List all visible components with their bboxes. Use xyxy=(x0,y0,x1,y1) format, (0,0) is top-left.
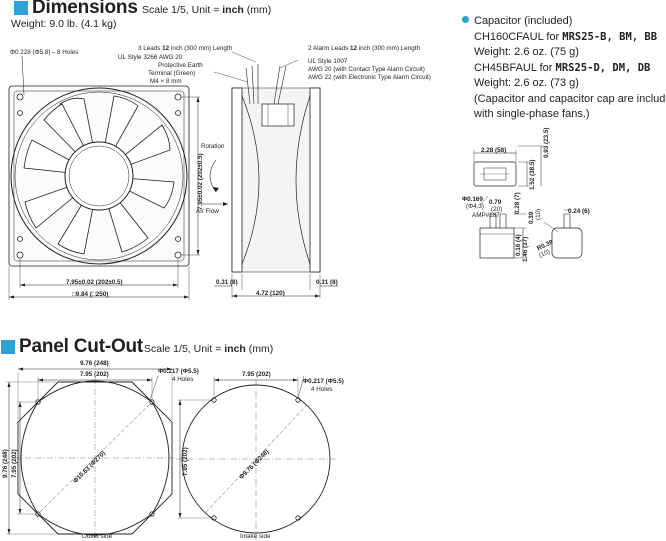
side-left-dim: 0.31 (8) xyxy=(216,279,238,286)
outlet-vertical-inner: 7.95 (202) xyxy=(11,449,18,478)
side-depth-dim: 4.72 (120) xyxy=(256,290,285,297)
screw-label: M4 × 8 mm xyxy=(150,78,182,85)
ul-style-label: UL Style 3266 AWG 20 xyxy=(118,54,183,61)
alarm-awg20: AWG 20 (with Contact Type Alarm Circuit) xyxy=(308,66,425,73)
earth-label-2: Terminal (Green) xyxy=(148,70,196,77)
cap-hole-dim: Φ0.169 xyxy=(462,196,483,203)
bullet-icon xyxy=(462,16,469,23)
front-width-dim: 7.95±0.02 (202±0.5) xyxy=(66,279,123,286)
outlet-inner-dim: 7.95 (202) xyxy=(80,371,109,378)
earth-label-1: Protective Earth xyxy=(158,62,203,69)
capacitor-line-2: Weight: 2.6 oz. (75 g) xyxy=(474,46,579,58)
panel-title: Panel Cut-Out xyxy=(19,336,144,357)
dimensions-scale: Scale 1/5, Unit = inch (mm) xyxy=(142,4,272,16)
outlet-holes-count: 4 Holes xyxy=(172,376,194,383)
capacitor-info: Capacitor (included) CH160CFAUL for MRS2… xyxy=(462,14,666,123)
capacitor-heading: Capacitor (included) xyxy=(462,14,666,30)
alarm-ul-style: UL Style 1007 xyxy=(308,58,348,65)
outlet-caption: Outlet side xyxy=(82,533,113,540)
side-right-dim: 0.31 (8) xyxy=(316,279,338,286)
capacitor-line-5: (Capacitor and capacitor cap are include… xyxy=(474,92,666,105)
front-outer-width-dim: □9.84 (□250) xyxy=(72,291,109,298)
front-holes-label: Φ0.228 (Φ5.8) – 8 Holes xyxy=(10,49,79,56)
alarm-awg22: AWG 22 (with Electronic Type Alarm Circu… xyxy=(308,74,431,81)
dimensions-title: Dimensions xyxy=(32,0,138,18)
intake-width-dim: 7.95 (202) xyxy=(242,371,271,378)
capacitor-line-1: CH160CFAUL for MRS25-B, BM, BB xyxy=(474,30,658,43)
leads-label: 3 Leads 12 inch (300 mm) Length xyxy=(138,45,233,52)
capacitor-line-6: with single-phase fans.) xyxy=(474,108,590,120)
outlet-vertical-outer: 9.76 (248) xyxy=(2,449,9,478)
intake-holes-dim: Φ0.217 (Φ5.5) xyxy=(303,378,344,385)
section-marker-icon xyxy=(1,340,15,354)
panel-scale: Scale 1/5, Unit = inch (mm) xyxy=(144,343,274,355)
outlet-holes-dim: Φ0.217 (Φ5.5) xyxy=(158,368,199,375)
cap-tab-mm: (20) xyxy=(491,206,503,213)
rotation-label: Rotation xyxy=(201,143,225,150)
fan-weight: Weight: 9.0 lb. (4.1 kg) xyxy=(11,18,117,30)
alarm-leads-label: 2 Alarm Leads 12 inch (300 mm) Length xyxy=(308,45,421,52)
capacitor-line-3: CH45BFAUL for MRS25-D, DM, DB xyxy=(474,61,651,74)
cap-amp-label: AMP#187 xyxy=(472,212,500,219)
cap-hole-mm: (Φ4.3) xyxy=(466,203,484,210)
cap-d5: 0.24 (6) xyxy=(568,208,590,215)
cap-tab-dim: 0.79 xyxy=(489,199,502,206)
intake-caption: Intake side xyxy=(240,533,271,540)
intake-vertical: 7.95 (202) xyxy=(182,447,189,476)
section-marker-icon xyxy=(14,1,28,15)
cap-width-dim: 2.28 (58) xyxy=(481,147,507,154)
airflow-label: Air Flow xyxy=(196,208,219,215)
capacitor-line-4: Weight: 2.6 oz. (73 g) xyxy=(474,77,579,89)
outlet-outer-dim: 9.76 (248) xyxy=(80,360,109,367)
intake-holes-count: 4 Holes xyxy=(311,386,333,393)
